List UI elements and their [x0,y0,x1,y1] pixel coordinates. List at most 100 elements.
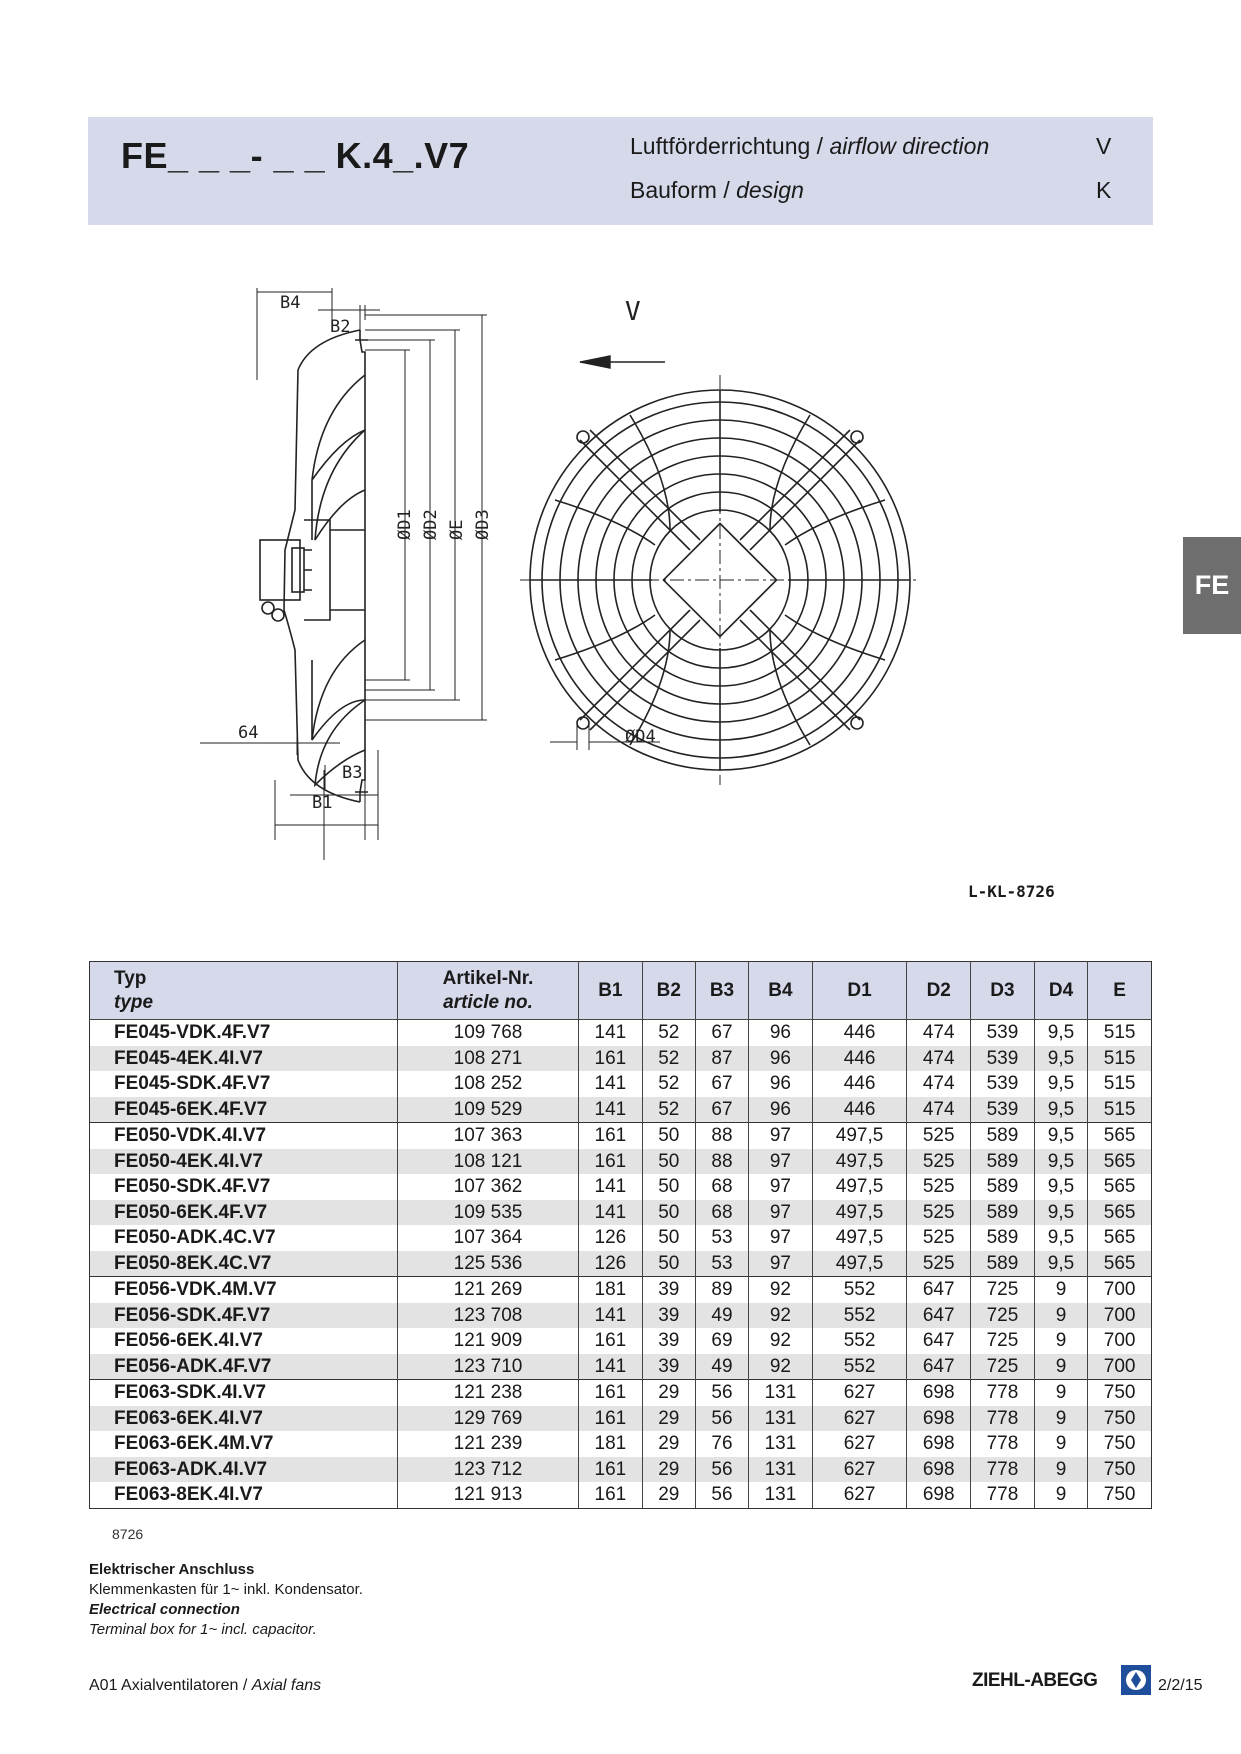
value-cell: 750 [1103,1433,1136,1455]
type-cell: FE063-SDK.4I.V7 [89,1379,398,1406]
value-cell: 9,5 [1034,1019,1089,1046]
article-cell: 109 535 [397,1199,579,1225]
value-cell: 446 [812,1096,908,1123]
value-cell: 9,5 [1034,1071,1089,1097]
col-header-d4: D4 [1034,961,1089,1020]
value-cell: 750 [1103,1484,1136,1506]
article-cell: 123 710 [397,1353,579,1380]
design-label: Bauform / design [630,177,804,203]
value-cell: 39 [642,1328,696,1354]
col-header-e: E [1087,961,1152,1020]
value-cell: 725 [970,1328,1035,1354]
value-cell: 497,5 [812,1174,908,1200]
value-cell: 56 [695,1482,750,1508]
value-cell: 56 [695,1456,750,1482]
value-cell: 126 [578,1225,643,1251]
value-cell: 778 [970,1482,1035,1508]
value-cell: 9,5 [1034,1096,1089,1123]
value-cell: 627 [812,1431,908,1457]
type-cell: FE050-VDK.4I.V7 [89,1122,398,1149]
value-cell: 525 [906,1174,972,1200]
value-cell: 647 [906,1353,972,1380]
value-cell: 52 [642,1045,696,1071]
type-cell: FE056-VDK.4M.V7 [89,1276,398,1303]
value-cell: 647 [906,1328,972,1354]
value-cell: 87 [695,1045,750,1071]
value-cell: 497,5 [812,1122,908,1149]
value-cell: 88 [695,1148,750,1174]
value-cell: 497,5 [812,1148,908,1174]
value-cell: 9 [1034,1353,1089,1380]
col-header-b2: B2 [642,961,696,1020]
airflow-arrow-label: V [625,297,641,327]
center-lines [520,375,920,785]
value-cell: 525 [906,1122,972,1149]
value-cell: 9 [1034,1456,1089,1482]
value-cell: 750 [1087,1379,1152,1406]
article-cell: 123 712 [397,1456,579,1482]
value-cell: 446 [812,1019,908,1046]
value-cell: 67 [695,1096,750,1123]
value-cell: 627 [812,1482,908,1508]
value-cell: 9,5 [1034,1250,1089,1277]
value-cell: 141 [578,1096,643,1123]
value-cell: 56 [695,1379,750,1406]
value-cell: 9,5 [1034,1225,1089,1251]
type-cell: FE045-4EK.4I.V7 [89,1045,398,1071]
dim-b3-label: B3 [342,763,362,783]
value-cell: 698 [906,1431,972,1457]
value-cell: 52 [642,1019,696,1046]
value-cell: 698 [906,1482,972,1508]
value-cell: 497,5 [812,1225,908,1251]
value-cell: 29 [642,1405,696,1431]
value-cell: 589 [970,1148,1035,1174]
value-cell: 725 [970,1353,1035,1380]
article-cell: 121 269 [397,1276,579,1303]
value-cell: 778 [970,1456,1035,1482]
value-cell: 515 [1103,1073,1136,1095]
col-header-b1: B1 [578,961,643,1020]
dim-b4-label: B4 [280,293,300,313]
type-cell: FE050-8EK.4C.V7 [89,1250,398,1277]
value-cell: 96 [748,1019,813,1046]
value-cell: 565 [1087,1250,1152,1277]
value-cell: 725 [970,1302,1035,1328]
dim-d2-label: ØD2 [421,509,441,540]
value-cell: 9 [1034,1482,1089,1508]
section-tab: FE [1183,537,1241,634]
value-cell: 627 [812,1379,908,1406]
electrical-text-en: Terminal box for 1~ incl. capacitor. [89,1621,317,1638]
value-cell: 161 [578,1482,643,1508]
value-cell: 700 [1103,1330,1136,1352]
col-header-d3: D3 [970,961,1035,1020]
value-cell: 141 [578,1353,643,1380]
value-cell: 141 [578,1019,643,1046]
electrical-title-en: Electrical connection [89,1601,240,1618]
value-cell: 700 [1087,1276,1152,1303]
value-cell: 778 [970,1379,1035,1406]
type-cell: FE045-SDK.4F.V7 [89,1071,398,1097]
dimension-lines [200,288,487,860]
value-cell: 67 [695,1071,750,1097]
value-cell: 446 [812,1071,908,1097]
value-cell: 141 [578,1071,643,1097]
drawing-reference: L-KL-8726 [968,882,1055,901]
value-cell: 96 [748,1096,813,1123]
value-cell: 539 [970,1045,1035,1071]
value-cell: 29 [642,1431,696,1457]
dim-64-label: 64 [238,723,258,743]
value-cell: 589 [970,1199,1035,1225]
value-cell: 565 [1087,1122,1152,1149]
value-cell: 497,5 [812,1199,908,1225]
value-cell: 50 [642,1174,696,1200]
type-cell: FE050-6EK.4F.V7 [89,1199,398,1225]
